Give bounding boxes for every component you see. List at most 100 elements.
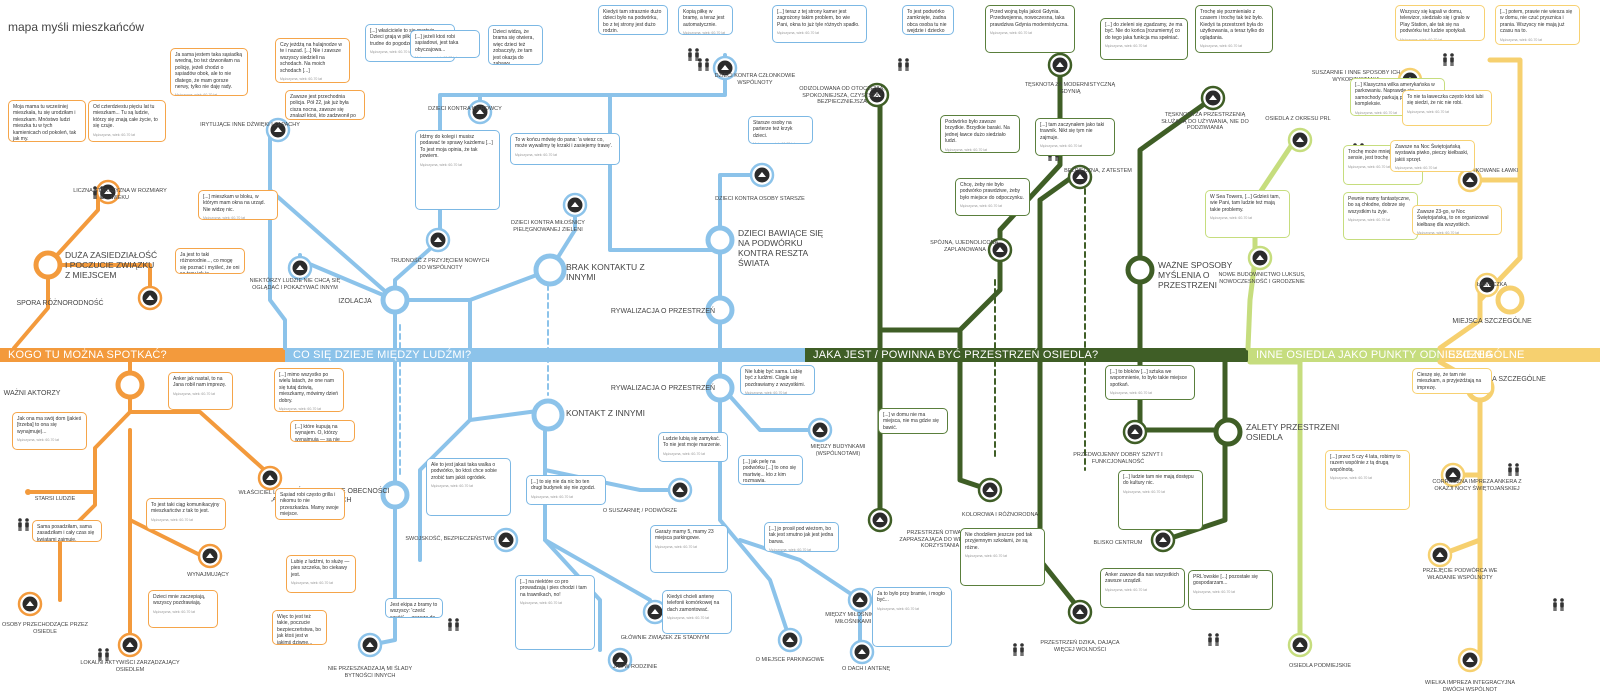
- quote-bubble: [...] mimo wszystko po wielu latach, że …: [274, 368, 344, 412]
- quote-signature: Mężczyzna, wiek: 60-70 lat: [291, 581, 334, 586]
- orange-branch-renters: [128, 428, 212, 562]
- sub-node-label: ŁAWECZKA: [1476, 282, 1508, 288]
- quote-text: Zawsze jest przechodnia policja. Pół 22,…: [290, 94, 356, 120]
- main-node-label: BRAK KONTAKTU Z INNYMI: [566, 262, 645, 282]
- node-presence: [380, 480, 410, 510]
- quote-bubble: [...] potem, prawie nie wiesza się w dom…: [1495, 5, 1580, 45]
- quote-text: [...] na niektóre co pro prowadzają i pi…: [520, 579, 587, 598]
- band-label-1: CO SIĘ DZIEJE MIĘDZY LUDŹMI?: [293, 349, 472, 361]
- quote-bubble: W Sea Towers, [...] Gdzieś tam, wie Pani…: [1205, 190, 1290, 238]
- node-thinking: [1125, 255, 1155, 285]
- sub-node-label: LICZNA STARSZYZNA W ROZMIARY WIEKU: [73, 188, 167, 201]
- sub-node-label: TRUDNOŚĆ Z PRZYJĘCIEM NOWYCH DO WSPÓLNOT…: [390, 258, 490, 271]
- sub-node-label: TĘSKNOTA ZA PRZESTRZENIĄ SŁUŻĄCĄ DO UŻYW…: [1161, 112, 1249, 131]
- quote-signature: Mężczyzna, wiek: 60-70 lat: [175, 93, 218, 96]
- node-elders-icon-mark: [104, 189, 112, 194]
- blue-branch-kids-vs: [498, 93, 757, 252]
- blue-branch-contact: [393, 268, 552, 302]
- band-label-2: JAKA JEST / POWINNA BYĆ PRZESTRZEŃ OSIED…: [813, 349, 1099, 361]
- quote-signature: Mężczyzna, wiek: 60-70 lat: [1400, 37, 1443, 41]
- node-parking-icon-mark: [786, 637, 794, 642]
- quote-text: [...] jo prosił pod wieżom, bo tak jest …: [769, 526, 834, 545]
- node-greenery-icon-mark: [571, 202, 579, 207]
- main-node-label: RYWALIZACJA O PRZESTRZEŃ: [610, 308, 716, 315]
- quote-text: Trochę się pozmieniało z czasem i trochę…: [1200, 9, 1265, 41]
- quote-text: Trochę może mniej w pewnym sensie, jest …: [1348, 149, 1416, 162]
- quote-bubble: Przed wojną była jakoś Gdynia. Przedwoje…: [985, 5, 1075, 53]
- sub-node-label: OSIEDLA PODMIEJSKIE: [1288, 663, 1352, 669]
- quote-text: Ale to jest jakaś taka walka o podwórko,…: [431, 462, 497, 481]
- quote-bubble: Chcę, żeby nie było podwórko prawdziwe, …: [955, 178, 1030, 216]
- node-bench-icon-mark: [1483, 282, 1491, 287]
- quote-text: Jest ekipa z bramy to wszyscy: 'cześć cz…: [390, 602, 438, 618]
- people-group-1: [18, 518, 29, 531]
- quote-signature: Mężczyzna, wiek: 60-70 lat: [370, 50, 413, 55]
- quote-bubble: To nie ta ławeczka często ktoś lubi się …: [1402, 90, 1492, 126]
- quote-signature: Mężczyzna, wiek: 60-70 lat: [151, 517, 194, 522]
- node-center-icon-mark: [1159, 537, 1167, 542]
- quote-text: Ja jest to taki różnorodnie..., co mogę …: [180, 252, 240, 273]
- quote-bubble: Starsze osoby na parterze też krzyk dzie…: [748, 116, 813, 144]
- quote-signature: Mężczyzna, wiek: 60-70 lat: [93, 132, 136, 137]
- quote-signature: Mężczyzna, wiek: 60-70 lat: [1417, 231, 1460, 235]
- node-suburbs-icon-mark: [1296, 642, 1304, 647]
- quote-bubble: Więc to jest też takie, poczucie bezpiec…: [272, 610, 327, 645]
- quote-bubble: Idźmy do kolegi i musisz podawać te spra…: [415, 130, 500, 210]
- quote-text: W Sea Towers, [...] Gdzieś tam, wie Pani…: [1210, 194, 1280, 213]
- node-rivalry-2: [705, 373, 735, 403]
- node-newcomers-icon-mark: [434, 237, 442, 242]
- band-label-3: INNE OSIEDLA JAKO PUNKTY ODNIESIENIA: [1256, 349, 1493, 361]
- node-herd-icon-mark: [651, 609, 659, 614]
- sub-node-label: OSOBY PRZECHODZĄCE PRZEZ OSIEDLE: [1, 622, 89, 635]
- sub-node-label: DZIECI KONTRA MIŁOŚNICY PIELĘGNOWANEJ ZI…: [511, 220, 585, 233]
- quote-signature: Mężczyzna, wiek: 60-70 lat: [1105, 44, 1148, 49]
- node-open-icon-mark: [876, 517, 884, 522]
- quote-bubble: [...] tam zaczynałem jako taki trawnik. …: [1035, 118, 1115, 156]
- main-node-label: DZIECI BAWIĄCE SIĘ NA PODWÓRKU KONTRA RE…: [738, 228, 824, 268]
- main-node-label: IZOLACJA: [338, 298, 372, 305]
- quote-bubble: Anker jak nastał, to na Jana robił nam i…: [168, 372, 233, 410]
- node-activists-icon-mark: [126, 642, 134, 647]
- main-node-label: WAŻNE SPOSOBY MYŚLENIA O PRZESTRZENI: [1158, 260, 1233, 290]
- quote-bubble: To jest taki ciąg komunikacyjny mieszkań…: [146, 498, 226, 530]
- quote-signature: Mężczyzna, wiek: 60-70 lat: [1500, 37, 1543, 42]
- quote-bubble: Nie chodziłem jeszcze pod tak przyjemnym…: [960, 528, 1045, 586]
- people-group-6: [688, 48, 699, 61]
- quote-text: [...] Klasyczna wilka amerykańska w park…: [1355, 82, 1435, 108]
- quote-text: Dzieci mnie zaczepiają, wszyscy pozdrawi…: [153, 594, 206, 607]
- node-drivers-icon-mark: [476, 109, 484, 114]
- quote-text: Sama posadziłam, sama zasadziłam i cały …: [37, 524, 95, 542]
- sub-node-label: NIE PRZESZKADZAJĄ MI ŚLADY BYTNOŚCI INNY…: [327, 666, 413, 679]
- quote-bubble: [...] to się nie da nic bo ten drugi bud…: [526, 475, 606, 505]
- quote-signature: Mężczyzna, wiek: 60-70 lat: [415, 55, 475, 57]
- quote-signature: Mężczyzna, wiek: 60-70 lat: [945, 147, 988, 152]
- quote-signature: Mężczyzna, wiek: 60-70 lat: [203, 216, 246, 220]
- people-group-14: [1208, 633, 1219, 646]
- green-branch-colorful: [957, 327, 993, 493]
- sub-node-label: JAK W RODZINIE: [612, 664, 658, 670]
- quote-text: Moja mama tu wcześniej mieszkała, tu się…: [13, 104, 77, 142]
- node-noise-icon-mark: [274, 127, 282, 132]
- quote-signature: Mężczyzna, wiek: 60-70 lat: [663, 451, 706, 456]
- quote-bubble: [...] na niektóre co pro prowadzają i pi…: [515, 575, 595, 650]
- sub-node-label: SPÓJNA, UJEDNOLICONA, ZAPLANOWANA: [930, 240, 1000, 253]
- quote-bubble: Ja jest to taki różnorodnie..., co mogę …: [175, 248, 245, 274]
- sub-node-label: KOLOROWA I RÓŻNORODNA: [961, 512, 1039, 518]
- quote-text: Garaży mamy 5, mamy 23 miejsca parkingow…: [655, 529, 714, 542]
- main-node-label: DUŻA ZASIEDZIAŁOŚĆ I POCZUCIE ZWIĄZKU Z …: [65, 250, 158, 280]
- quote-text: Pewnie mamy fantastyczne, bo są chłodne,…: [1348, 196, 1411, 215]
- quote-signature: Mężczyzna, wiek: 60-70 lat: [1395, 166, 1438, 171]
- quote-bubble: Zawsze 23-go, w Noc Świętojańską, to on …: [1412, 205, 1502, 235]
- quote-text: PRL'owskie [...] pozostałe się gospodarz…: [1193, 574, 1258, 587]
- quote-text: [...] to się nie da nic bo ten drugi bud…: [531, 479, 596, 492]
- band-section-4: [1440, 348, 1600, 362]
- quote-text: Ja to było przy bramie, i mogło być...: [877, 591, 945, 604]
- node-pizzeria-icon-mark: [266, 475, 274, 480]
- quote-bubble: [...] jak pelę na podwórku [...] to ono …: [738, 455, 803, 485]
- quote-signature: Mężczyzna, wiek: 60-70 lat: [173, 391, 216, 396]
- quote-text: Ludzie lubią się zamykać. To nie jest mo…: [663, 436, 722, 449]
- node-traces-icon-mark: [366, 642, 374, 647]
- node-elderly-icon-mark: [758, 172, 766, 177]
- quote-bubble: Pewnie mamy fantastyczne, bo są chłodne,…: [1343, 192, 1418, 240]
